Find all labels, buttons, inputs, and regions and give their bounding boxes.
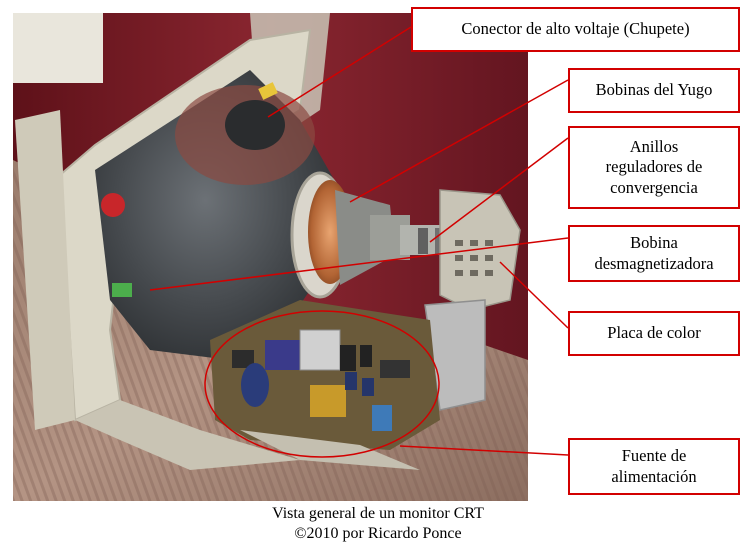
callout-lines [149, 26, 569, 458]
power-supply-board [210, 300, 440, 470]
leader-color-board [499, 261, 569, 329]
leader-hv-connector [267, 26, 412, 118]
crt-tube [95, 70, 340, 360]
figure-caption: Vista general de un monitor CRT ©2010 po… [0, 504, 756, 544]
label-degauss-coil: Bobina desmagnetizadora [568, 225, 740, 282]
leader-yoke [349, 79, 569, 203]
label-convergence-rings: Anillos reguladores de convergencia [568, 126, 740, 209]
label-power-supply: Fuente de alimentación [568, 438, 740, 495]
leader-convergence [429, 137, 569, 243]
caption-copyright: ©2010 por Ricardo Ponce [294, 525, 462, 542]
label-hv-connector: Conector de alto voltaje (Chupete) [411, 7, 740, 52]
leader-psu [399, 445, 569, 456]
caption-title: Vista general de un monitor CRT [272, 505, 484, 522]
psu-highlight-ellipse [204, 310, 440, 458]
label-yoke-coils: Bobinas del Yugo [568, 68, 740, 113]
label-color-board: Placa de color [568, 311, 740, 356]
leader-degauss [149, 237, 569, 291]
